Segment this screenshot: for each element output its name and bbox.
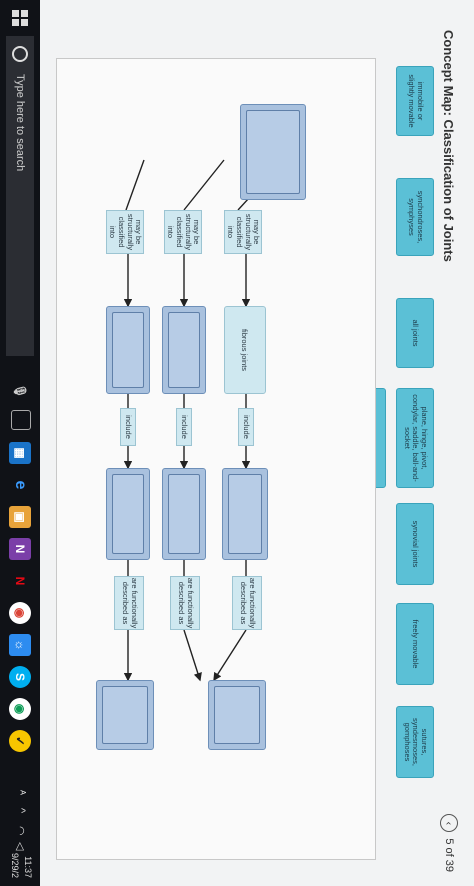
word-chip-5[interactable]: synovial joints — [396, 503, 434, 585]
include-label-1: include — [238, 408, 254, 446]
structural-box-1[interactable]: fibrous joints — [224, 306, 266, 394]
pager: ‹ 5 of 39 — [440, 814, 458, 872]
drop-zone-examples-3[interactable] — [106, 468, 150, 560]
drop-zone-structural-3[interactable] — [106, 306, 150, 394]
word-bank: immobile or slightly movable synchondros… — [354, 58, 434, 858]
drop-zone-root[interactable] — [240, 104, 306, 200]
store-bag-icon[interactable]: ▣ — [9, 506, 31, 528]
netflix-icon[interactable]: N — [13, 576, 27, 586]
word-chip-1[interactable]: immobile or slightly movable — [396, 66, 434, 136]
edge-icon[interactable]: e — [12, 480, 29, 490]
functional-label-1: are functionally described as — [232, 576, 262, 630]
functional-label-3: are functionally described as — [114, 576, 144, 630]
word-chip-2[interactable]: synchondroses, symphyses — [396, 178, 434, 256]
time: 11:37 — [23, 856, 33, 878]
task-view-icon[interactable] — [11, 410, 31, 430]
drop-zone-structural-2[interactable] — [162, 306, 206, 394]
prev-page-button[interactable]: ‹ — [440, 814, 458, 833]
chrome-icon-2[interactable]: ◉ — [9, 698, 31, 720]
functional-label-2: are functionally described as — [170, 576, 200, 630]
date: 9/29/2 — [10, 852, 20, 878]
word-chip-7[interactable]: sutures, syndesmoses, gomphoses — [396, 706, 434, 778]
windows-icon[interactable] — [12, 10, 28, 26]
chevron-up-icon[interactable]: ^ — [15, 808, 27, 814]
store-icon[interactable]: ▦ — [9, 442, 31, 464]
include-label-2: include — [176, 408, 192, 446]
clock[interactable]: 11:37 9/29/2 — [8, 853, 34, 878]
photos-icon[interactable]: ☼ — [9, 634, 31, 656]
taskbar: Type here to search 🎙 ▦ e ▣ N N ◉ ☼ S ◉ … — [0, 0, 40, 886]
page-indicator: 5 of 39 — [443, 838, 455, 872]
search-placeholder: Type here to search — [14, 74, 26, 172]
word-chip-6[interactable]: freely movable — [396, 603, 434, 685]
word-chip-4[interactable]: plane, hinge, pivot, condylar, saddle, b… — [396, 388, 434, 488]
branch-label-2: may be structurally classified into — [164, 210, 202, 254]
branch-label-3: may be structurally classified into — [106, 210, 144, 254]
microphone-icon[interactable]: 🎙 — [13, 383, 27, 399]
people-icon[interactable]: ᴬ — [15, 790, 27, 795]
include-label-3: include — [120, 408, 136, 446]
skype-icon[interactable]: S — [9, 666, 31, 688]
volume-icon[interactable]: ◁ — [14, 842, 26, 851]
word-chip-3[interactable]: all joints — [396, 298, 434, 368]
drop-zone-functional-2[interactable] — [96, 680, 154, 750]
drop-zone-examples-1[interactable] — [222, 468, 268, 560]
onenote-icon[interactable]: N — [9, 538, 31, 560]
norton-icon[interactable]: ✓ — [9, 730, 31, 752]
drop-zone-functional-1[interactable] — [208, 680, 266, 750]
network-icon[interactable]: ◠ — [14, 826, 26, 836]
search-box[interactable]: Type here to search — [6, 36, 34, 356]
cortana-icon — [12, 46, 28, 62]
chrome-icon[interactable]: ◉ — [9, 602, 31, 624]
page-title: Concept Map: Classification of Joints — [441, 30, 456, 262]
branch-label-1: may be structurally classified into — [224, 210, 262, 254]
drop-zone-examples-2[interactable] — [162, 468, 206, 560]
